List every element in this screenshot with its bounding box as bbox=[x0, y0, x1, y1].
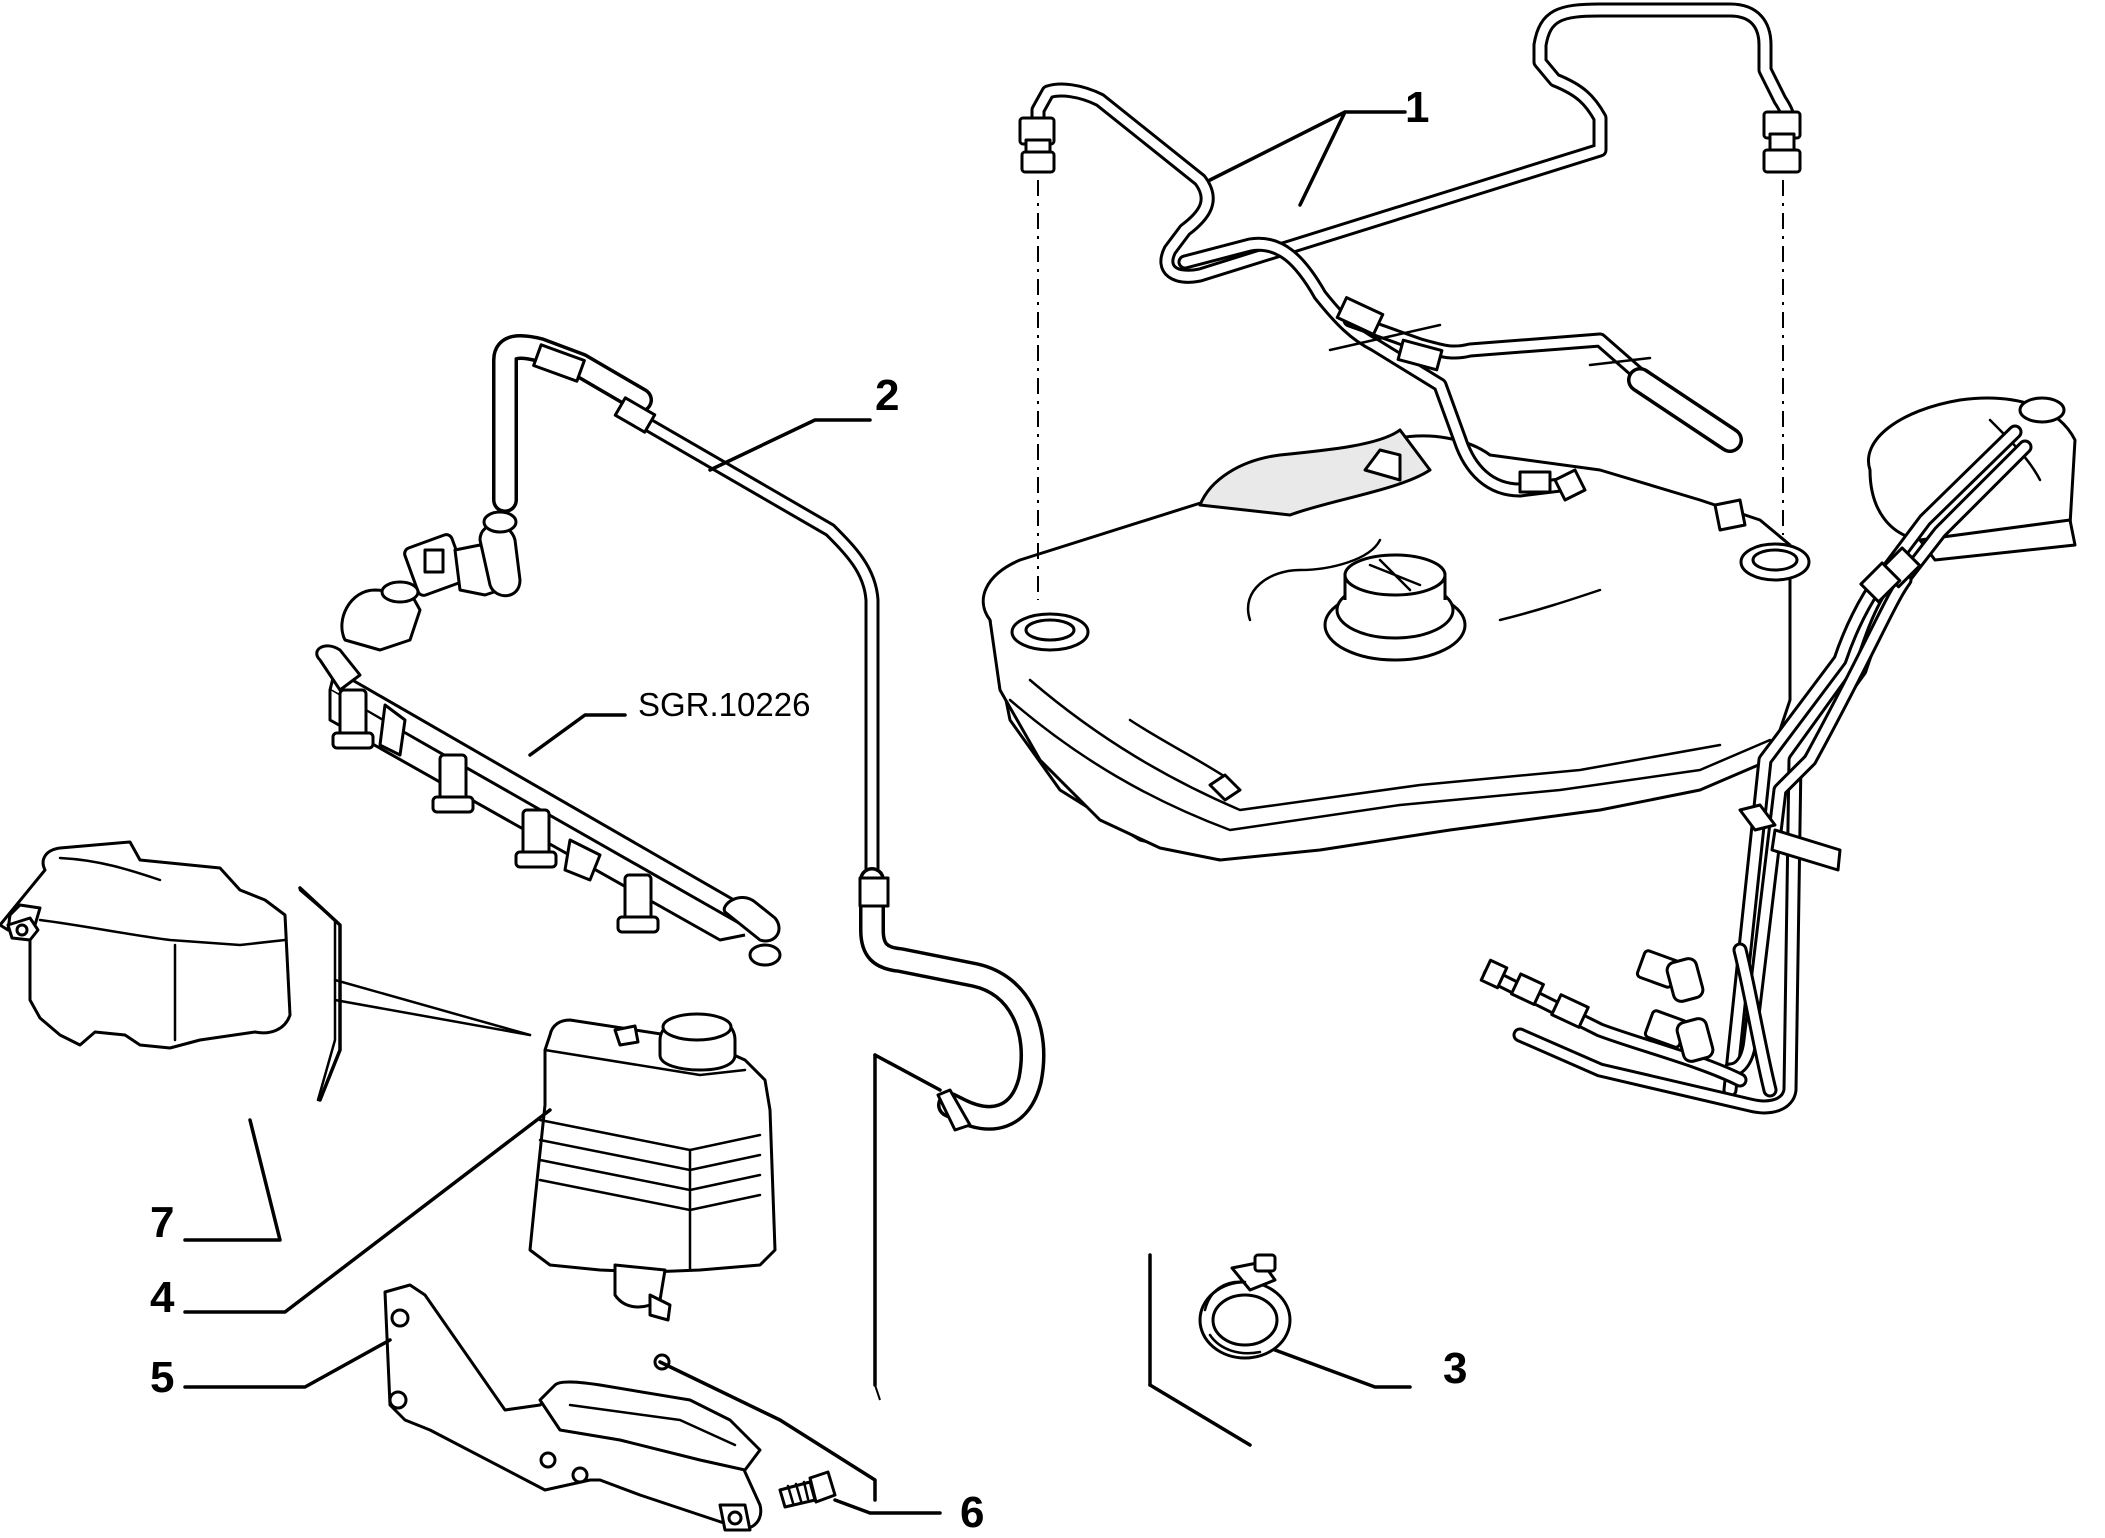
bracket-line-left bbox=[298, 886, 342, 1102]
reference-label: SGR.10226 bbox=[638, 686, 810, 723]
injector-rail bbox=[315, 580, 782, 967]
leader-2 bbox=[708, 418, 872, 472]
leader-4 bbox=[183, 1108, 552, 1314]
leader-7 bbox=[183, 1118, 282, 1242]
callout-6: 6 bbox=[960, 1488, 984, 1537]
callout-labels: 1 2 3 4 5 6 7 SGR.10226 bbox=[150, 83, 1467, 1537]
callout-5: 5 bbox=[150, 1353, 174, 1402]
leader-3 bbox=[1273, 1348, 1412, 1389]
screw-part-6 bbox=[778, 1470, 837, 1509]
fuel-pipes-part-1 bbox=[1018, 2, 1802, 502]
leader-1 bbox=[1208, 110, 1407, 207]
fuel-tank bbox=[981, 396, 2077, 862]
callout-2: 2 bbox=[875, 371, 899, 420]
leader-5 bbox=[183, 1338, 392, 1389]
cover-part-7 bbox=[0, 840, 292, 1050]
bracket-part-5 bbox=[383, 1283, 763, 1532]
callout-3: 3 bbox=[1443, 1344, 1467, 1393]
fuel-pipe-part-2 bbox=[403, 334, 1046, 1132]
leader-6b bbox=[658, 1360, 877, 1502]
leader-6 bbox=[833, 1498, 942, 1515]
callout-1: 1 bbox=[1405, 83, 1429, 132]
hose-clamp-part-3 bbox=[1198, 1253, 1292, 1360]
tank-side-pipes bbox=[1479, 424, 2033, 1115]
reservoir-part-4 bbox=[528, 1012, 777, 1371]
callout-4: 4 bbox=[150, 1273, 175, 1322]
leader-sgr bbox=[528, 713, 627, 757]
callout-7: 7 bbox=[150, 1198, 174, 1247]
leader-lines bbox=[183, 110, 1412, 1515]
